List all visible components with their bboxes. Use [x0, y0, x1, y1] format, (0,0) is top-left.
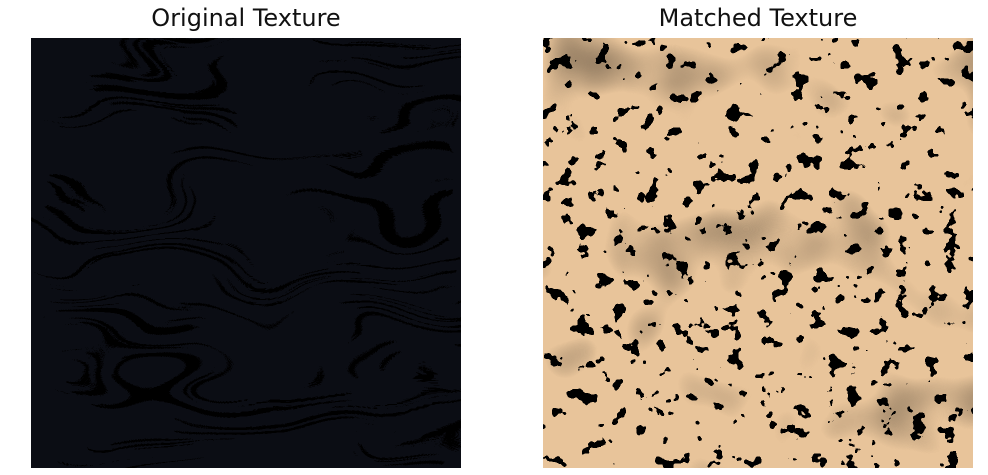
matched-texture-panel: Matched Texture	[543, 0, 973, 475]
original-texture-title: Original Texture	[151, 4, 341, 32]
matched-texture-image	[543, 38, 973, 468]
original-texture-panel: Original Texture	[31, 0, 461, 475]
original-texture-image	[31, 38, 461, 468]
matched-texture-title: Matched Texture	[658, 4, 858, 32]
